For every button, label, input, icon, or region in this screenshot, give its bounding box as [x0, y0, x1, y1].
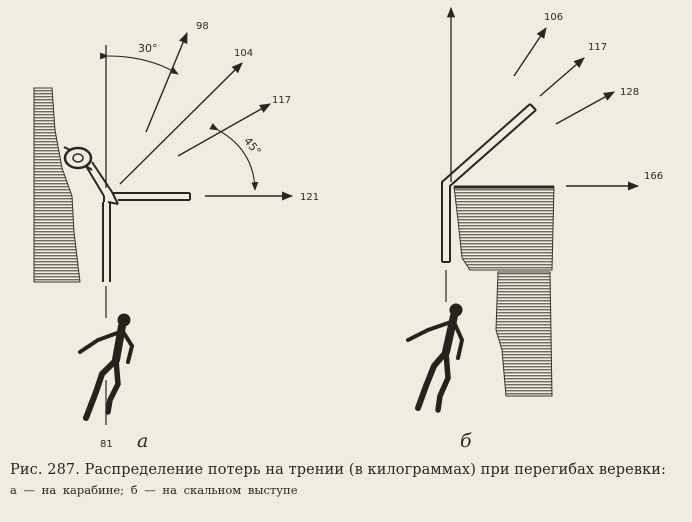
climber-figure-a: [78, 313, 135, 421]
part-a-carabiner: 98 104 117 121 81 30° 45° а: [33, 21, 319, 452]
force-label-117-a: 117: [272, 95, 291, 106]
angle-arc-45: [209, 123, 259, 191]
force-label-166: 166: [644, 171, 663, 182]
climber-figure-b: [406, 303, 465, 413]
part-b-label: б: [460, 430, 472, 452]
force-label-128: 128: [620, 87, 639, 98]
rope-b: [441, 103, 537, 263]
force-label-104: 104: [234, 48, 253, 59]
rock-ledge-lower: [495, 271, 553, 397]
force-label-117-b: 117: [588, 42, 607, 53]
carabiner-icon: [63, 146, 93, 171]
rock-ledge-upper: [453, 186, 555, 271]
friction-loss-diagram: 98 104 117 121 81 30° 45° а: [33, 6, 663, 452]
rope-a: [85, 161, 191, 282]
force-label-121: 121: [300, 192, 319, 203]
angle-arc-30: [100, 52, 179, 75]
angle-label-30: 30°: [138, 42, 158, 55]
figure-caption: Рис. 287. Распределение потерь на трении…: [10, 462, 686, 497]
force-label-106: 106: [544, 12, 563, 23]
part-a-label: а: [137, 430, 148, 452]
load-label-81: 81: [100, 439, 113, 450]
part-b-rock-ledge: 106 117 128 166 б: [406, 6, 663, 452]
force-arrow-98: [145, 31, 188, 133]
force-arrow-128: [555, 91, 615, 125]
force-label-98: 98: [196, 21, 209, 32]
force-arrow-104: [119, 62, 243, 185]
rock-wall-a: [33, 87, 81, 283]
caption-subtitle: а — на карабине; б — на скальном выступе: [10, 483, 298, 497]
force-arrow-117-b: [539, 57, 585, 97]
caption-title: Рис. 287. Распределение потерь на трении…: [10, 462, 667, 478]
force-arrow-106: [513, 27, 547, 77]
